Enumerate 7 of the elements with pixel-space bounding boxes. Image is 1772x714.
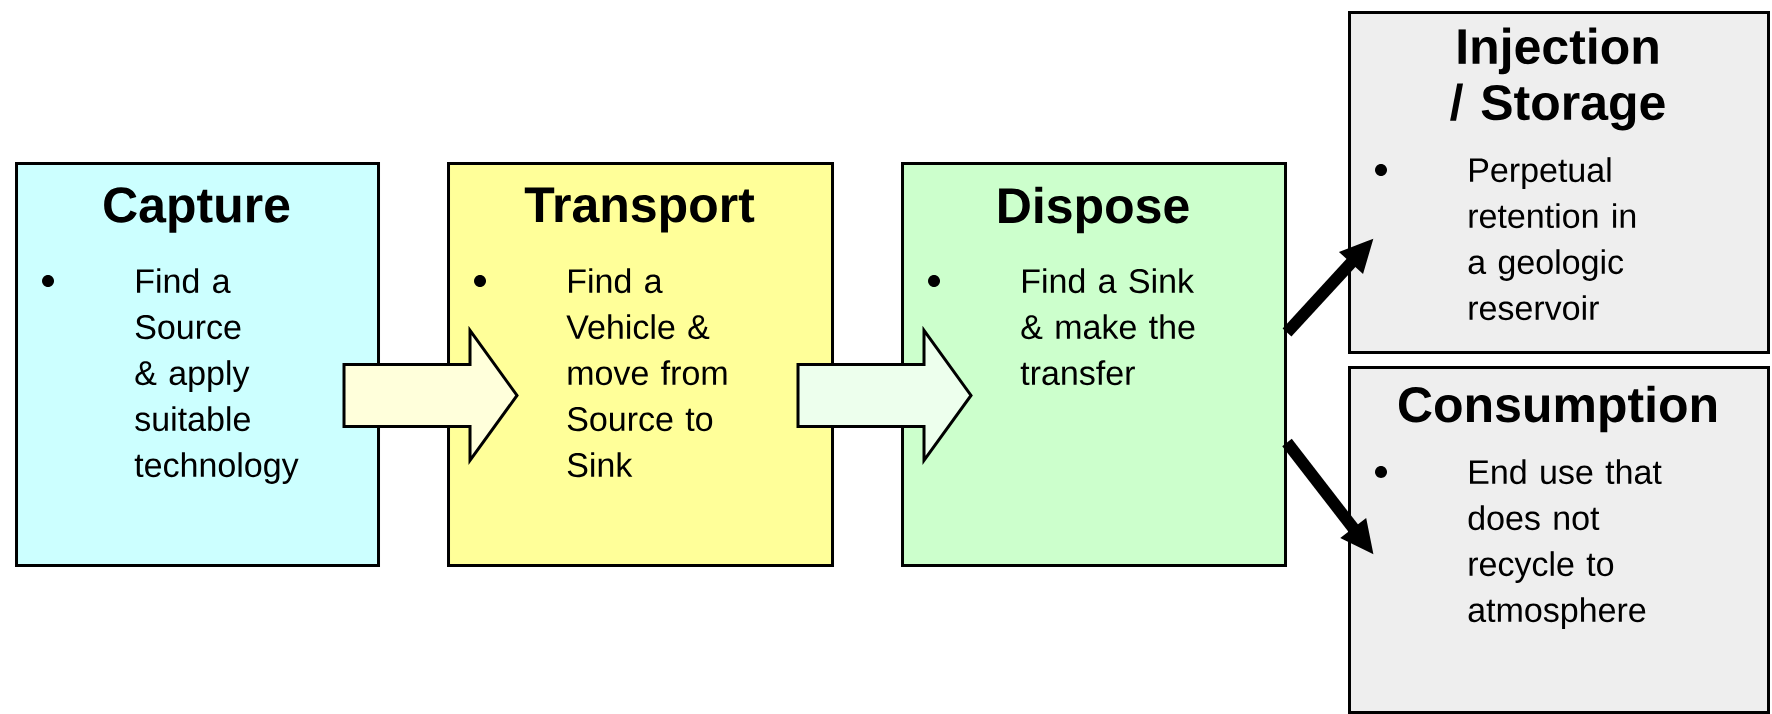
process-box: Dispose Find a Sink & make the transfer: [901, 162, 1287, 567]
block-arrow: [796, 325, 973, 466]
process-box: Transport Find a Vehicle & move from Source to Sink: [447, 162, 834, 567]
block-arrow: [342, 325, 519, 466]
outcome-box: Consumption End use that does not recycle to atmosphere: [1348, 366, 1770, 714]
process-box: Capture Find a Source & apply suitable technology: [15, 162, 380, 567]
outcome-box: Injection / Storage Perpetual retention in a geologic reservoir: [1348, 11, 1770, 354]
